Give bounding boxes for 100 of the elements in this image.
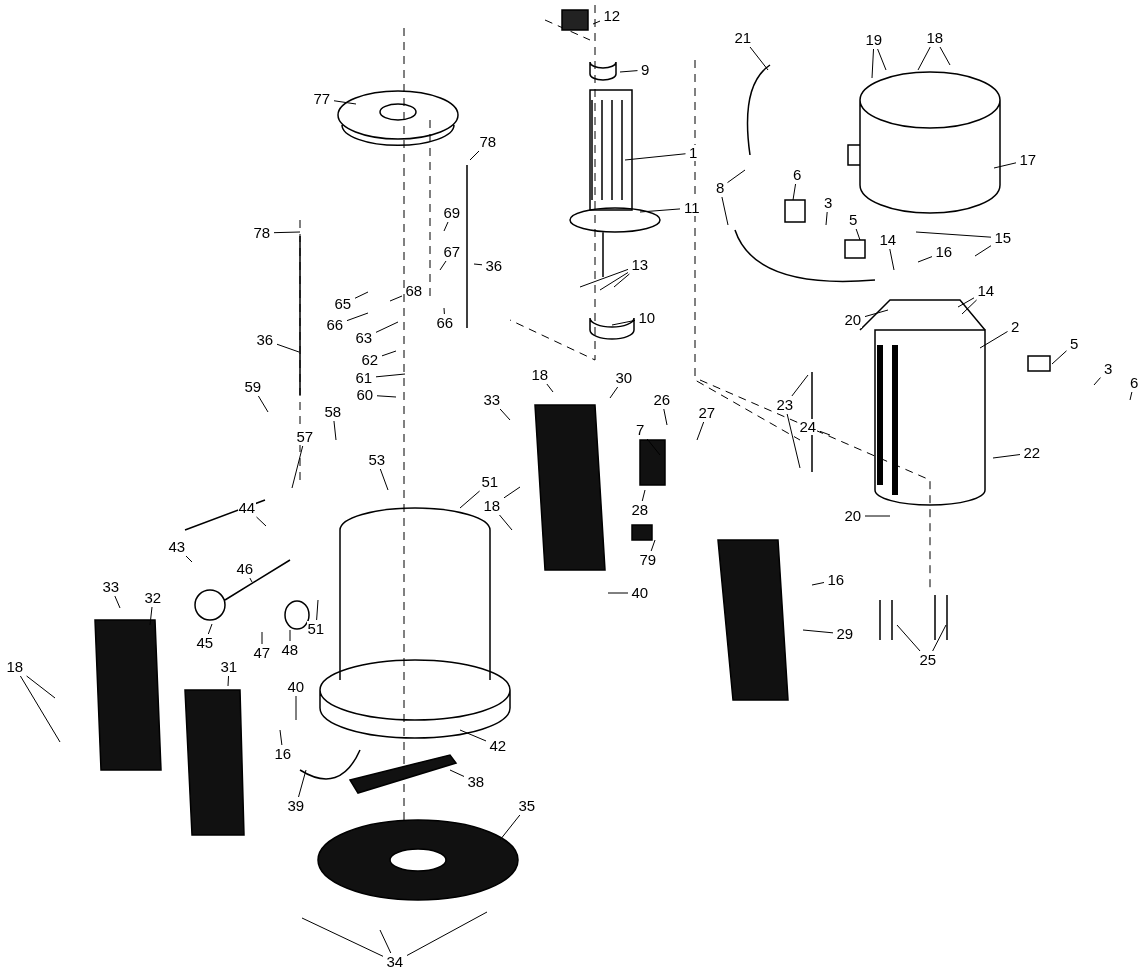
callout-number: 28: [630, 502, 650, 518]
leader-line: [256, 516, 267, 527]
leader-line: [871, 48, 875, 79]
leader-line: [376, 395, 397, 398]
leader-line: [114, 595, 121, 609]
callout-number: 18: [925, 30, 945, 46]
callout-number: 8: [715, 180, 726, 196]
callout-number: 20: [843, 312, 863, 328]
leader-line: [979, 331, 1008, 349]
callout-number: 78: [252, 225, 272, 241]
callout-number: 31: [219, 659, 239, 675]
leader-line: [546, 383, 554, 393]
callout-number: 47: [252, 645, 272, 661]
leader-line: [939, 46, 951, 66]
leader-line: [375, 321, 399, 333]
leader-line: [825, 211, 828, 226]
callout-number: 68: [404, 283, 424, 299]
leader-line: [915, 231, 992, 238]
callout-number: 13: [630, 257, 650, 273]
leader-line: [381, 350, 397, 357]
callout-number: 5: [1069, 336, 1080, 352]
callout-number: 23: [775, 397, 795, 413]
leader-line: [279, 729, 283, 746]
callout-number: 51: [480, 474, 500, 490]
leader-line: [811, 582, 825, 586]
leader-line: [641, 489, 646, 502]
leader-line: [1051, 350, 1067, 365]
leader-line: [786, 413, 801, 469]
callout-number: 21: [733, 30, 753, 46]
callout-number: 27: [697, 405, 717, 421]
leader-line: [579, 268, 629, 288]
leader-line: [469, 150, 480, 161]
leader-line: [473, 263, 483, 266]
callout-number: 51: [306, 621, 326, 637]
leader-line: [592, 20, 601, 25]
leader-line: [261, 631, 263, 645]
leader-line: [1093, 377, 1101, 386]
callout-number: 1: [688, 145, 699, 161]
callout-number: 18: [530, 367, 550, 383]
callout-number: 18: [5, 659, 25, 675]
leader-line: [917, 256, 933, 263]
leader-line: [639, 208, 681, 213]
leader-line: [207, 623, 213, 635]
leader-line: [289, 629, 291, 642]
callout-number: 44: [237, 500, 257, 516]
leader-line: [503, 486, 521, 499]
leader-line: [375, 373, 406, 378]
leader-line: [802, 629, 834, 634]
leader-line: [333, 100, 357, 105]
callout-number: 40: [630, 585, 650, 601]
leader-line: [957, 297, 975, 308]
callout-number: 6: [1129, 375, 1140, 391]
leader-line: [406, 911, 488, 956]
leader-line: [19, 675, 61, 743]
leader-line: [855, 228, 861, 241]
leader-line: [459, 729, 487, 742]
callout-number: 39: [286, 798, 306, 814]
leader-line: [864, 309, 889, 318]
leader-line: [599, 272, 629, 291]
callout-number: 3: [1103, 361, 1114, 377]
leader-line: [185, 555, 193, 563]
callout-number: 19: [864, 32, 884, 48]
callout-number: 33: [482, 392, 502, 408]
callout-number: 60: [355, 387, 375, 403]
callout-number: 17: [1018, 152, 1038, 168]
leader-line: [499, 514, 513, 531]
leader-line: [932, 624, 947, 652]
leader-line: [346, 312, 369, 322]
leader-line: [696, 421, 705, 441]
leader-line: [619, 70, 638, 73]
leader-line: [721, 196, 729, 226]
leader-line: [459, 490, 481, 509]
callout-number: 69: [442, 205, 462, 221]
leader-line: [992, 454, 1021, 459]
callout-number: 77: [312, 91, 332, 107]
leader-line: [354, 291, 369, 299]
callout-number: 61: [354, 370, 374, 386]
callout-number: 36: [255, 332, 275, 348]
callout-number: 45: [195, 635, 215, 651]
leader-line: [291, 445, 304, 489]
callout-number: 3: [823, 195, 834, 211]
leader-line: [607, 592, 629, 594]
callout-number: 35: [517, 798, 537, 814]
leader-line: [974, 245, 992, 257]
callout-number: 18: [482, 498, 502, 514]
callout-number: 33: [101, 579, 121, 595]
leader-line: [499, 814, 521, 841]
leader-line: [611, 319, 636, 326]
callout-number: 66: [435, 315, 455, 331]
callout-number: 79: [638, 552, 658, 568]
leader-line: [443, 221, 449, 232]
callout-number: 66: [325, 317, 345, 333]
leader-line: [149, 606, 153, 626]
callout-number: 78: [478, 134, 498, 150]
callout-number: 40: [286, 679, 306, 695]
callout-number: 29: [835, 626, 855, 642]
callout-number: 24: [798, 419, 818, 435]
leader-line: [727, 169, 746, 184]
leader-line: [917, 46, 931, 71]
callout-number: 43: [167, 539, 187, 555]
